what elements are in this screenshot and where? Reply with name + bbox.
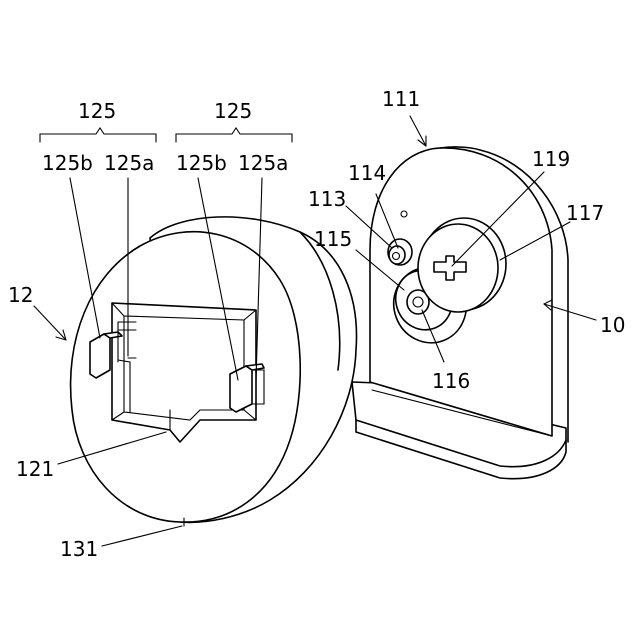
- clip-right-tab-125b: [230, 366, 252, 412]
- gear-114: [389, 246, 405, 264]
- label-116: 116: [432, 369, 470, 393]
- leader-111: [410, 116, 426, 146]
- label-10: 10: [600, 313, 625, 337]
- label-117: 117: [566, 201, 604, 225]
- label-111: 111: [382, 87, 420, 111]
- leader-12: [34, 306, 66, 340]
- label-121: 121: [16, 457, 54, 481]
- label-125a-right: 125a: [238, 151, 288, 175]
- brace-125-right: [176, 128, 292, 142]
- cup-body-12: [71, 217, 357, 526]
- label-125-left: 125: [78, 99, 116, 123]
- label-125-right: 125: [214, 99, 252, 123]
- clip-left-tab-125b: [90, 334, 110, 378]
- leader-131: [102, 526, 182, 546]
- label-12: 12: [8, 283, 33, 307]
- label-125b-right: 125b: [176, 151, 227, 175]
- label-131: 131: [60, 537, 98, 561]
- label-125b-left: 125b: [42, 151, 93, 175]
- brace-125-left: [40, 128, 156, 142]
- label-115: 115: [314, 227, 352, 251]
- label-114: 114: [348, 161, 386, 185]
- label-113: 113: [308, 187, 346, 211]
- label-119: 119: [532, 147, 570, 171]
- label-125a-left: 125a: [104, 151, 154, 175]
